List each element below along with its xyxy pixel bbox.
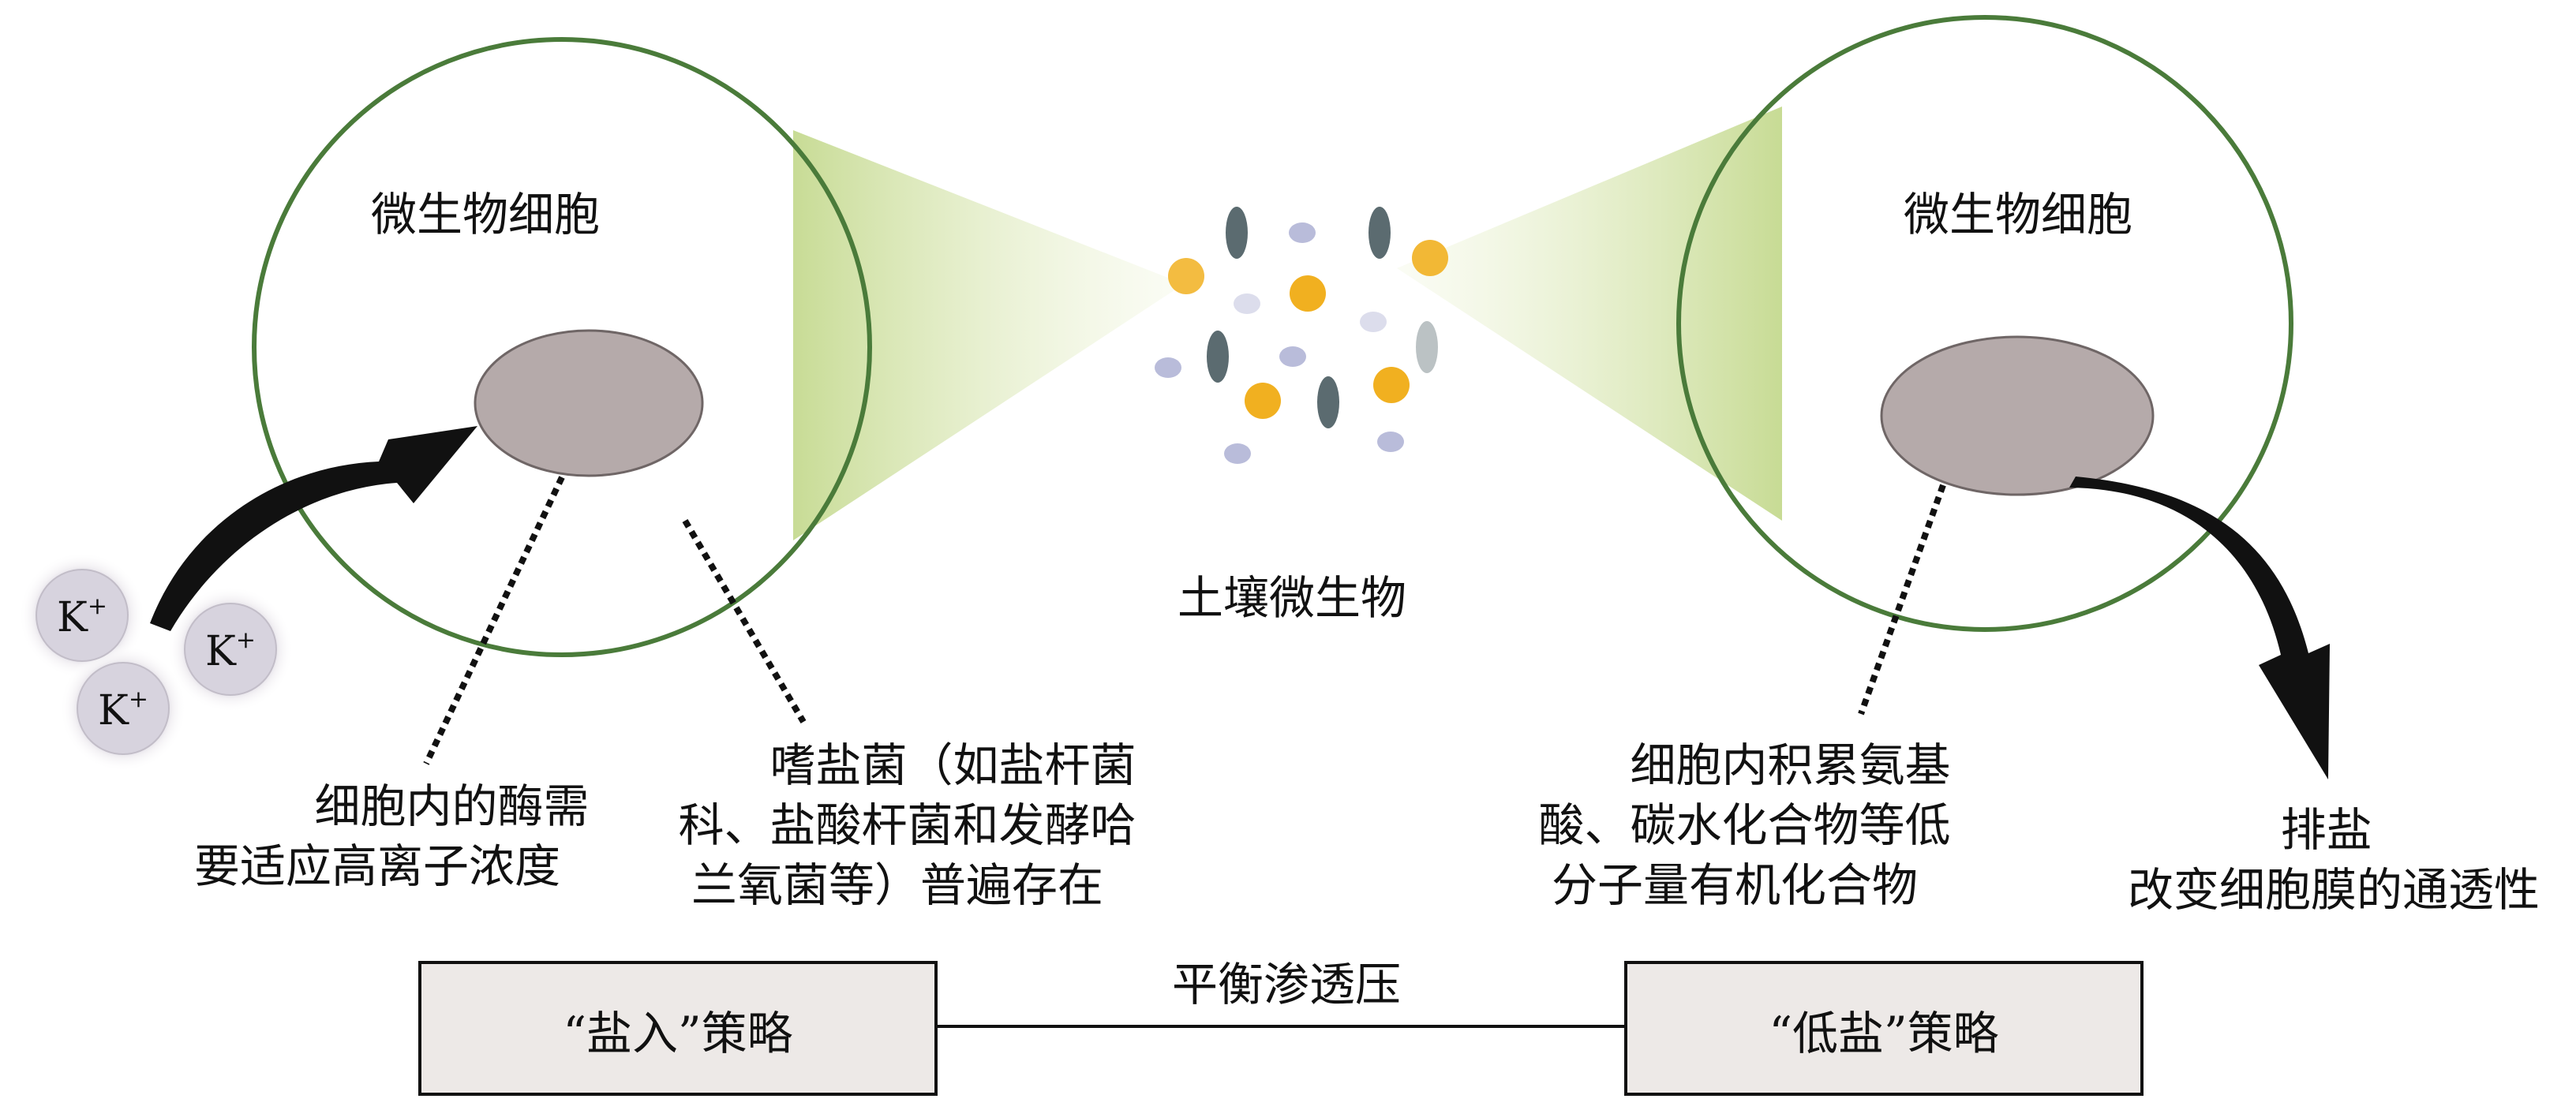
particle-orange: [1168, 258, 1204, 294]
particle-lavender: [1155, 357, 1181, 378]
potassium-ions: K+ K+ K+: [19, 552, 294, 772]
ion-core: [184, 603, 277, 696]
ion-label: K+: [98, 686, 148, 734]
particle-lavender: [1377, 432, 1404, 452]
ion-label: K+: [205, 626, 256, 675]
annotation-salt-out: 排盐 改变细胞膜的通透性: [2128, 803, 2540, 917]
right-cell-title: 微生物细胞: [1904, 188, 2132, 241]
salt-in-strategy-box: [418, 961, 938, 1096]
osmotic-balance-label: 平衡渗透压: [1172, 958, 1401, 1011]
particle-slate: [1207, 331, 1229, 383]
leader-line-solutes: [1858, 484, 1946, 716]
soil-microbe-label: 土壤微生物: [1178, 571, 1406, 625]
right-cell-nucleus: [1880, 335, 2155, 496]
particle-lavender: [1279, 346, 1306, 367]
ion-core: [77, 662, 170, 755]
annotation-enzyme: 细胞内的酶需 要适应高离子浓度: [194, 779, 604, 893]
particle-lavender: [1289, 222, 1316, 243]
leader-line-halophiles: [682, 518, 807, 724]
annotation-solutes: 细胞内积累氨基 酸、碳水化合物等低 分子量有机化合物: [1539, 738, 1965, 912]
left-light-cone: [793, 130, 1184, 540]
particle-lavender: [1360, 312, 1387, 332]
particle-slate: [1317, 376, 1339, 428]
right-light-cone: [1397, 107, 1782, 521]
left-cell-nucleus: [474, 329, 704, 477]
particle-orange: [1412, 240, 1448, 276]
salt-export-arrow: [2069, 477, 2330, 779]
particle-orange: [1245, 383, 1281, 419]
low-salt-strategy-label: “低盐”策略: [1769, 1007, 1998, 1060]
ion-uptake-arrow: [150, 426, 477, 631]
ion-core: [36, 569, 129, 662]
particle-lavender: [1224, 443, 1251, 464]
particle-lavender: [1234, 293, 1260, 314]
soil-microbe-particles: [1155, 207, 1448, 464]
low-salt-strategy-box: [1624, 961, 2144, 1096]
salt-in-strategy-label: “盐入”策略: [563, 1007, 792, 1060]
particle-slate: [1368, 207, 1391, 259]
annotation-halophiles: 嗜盐菌（如盐杆菌 科、盐酸杆菌和发酵哈 兰氧菌等）普遍存在: [679, 738, 1151, 912]
leader-line-enzyme: [423, 476, 565, 765]
left-cell-title: 微生物细胞: [371, 188, 600, 241]
right-cell-membrane: [1676, 15, 2293, 632]
particle-slate-faded: [1416, 321, 1438, 373]
ion-label: K+: [57, 592, 107, 641]
particle-orange: [1290, 275, 1326, 312]
particle-orange: [1373, 367, 1410, 403]
particle-slate: [1226, 207, 1248, 259]
left-cell-membrane: [252, 37, 872, 657]
